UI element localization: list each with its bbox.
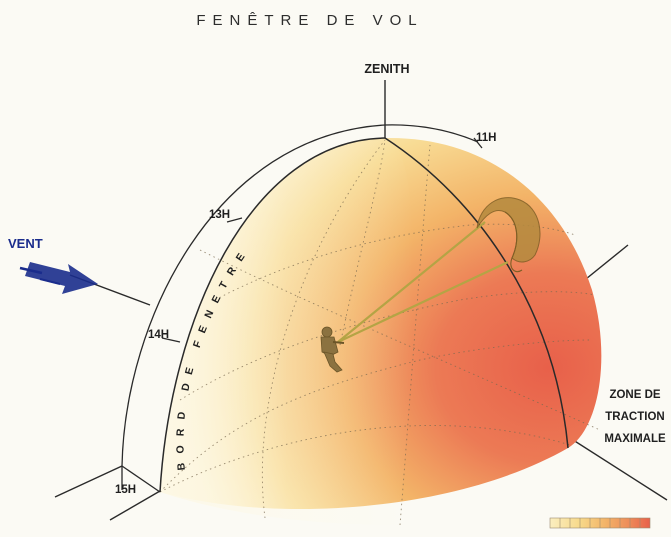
guide-meridian-2: [399, 144, 431, 526]
traction-line-3: MAXIMALE: [604, 433, 666, 445]
diagram-title: FENÊTRE DE VOL: [196, 12, 423, 29]
guide-latitude-3: [214, 223, 576, 301]
label-15h: 15H: [115, 484, 136, 496]
guide-latitude-1: [159, 339, 591, 493]
kite-lines: [337, 221, 509, 343]
axis-line-left: [54, 465, 123, 498]
zenith-label: ZENITH: [364, 62, 409, 76]
dome-light-side: [160, 138, 414, 525]
edge-connector: [121, 465, 161, 493]
guide-diagonal: [199, 249, 601, 431]
label-14h: 14H: [148, 329, 169, 341]
wind-arrow-icon: [19, 262, 98, 294]
tick-11h: [473, 137, 483, 149]
tick-14h: [161, 337, 181, 343]
axis-line-right: [569, 437, 668, 501]
label-11h: 11H: [476, 132, 496, 144]
window-edge-outline: [121, 124, 479, 467]
dome-right-edge: [384, 137, 569, 449]
traction-line-1: ZONE DE: [609, 389, 660, 401]
power-scale-legend: [549, 517, 651, 529]
tick-13h: [226, 217, 243, 223]
guide-vertical: [339, 139, 386, 346]
axis-line-bottom: [109, 490, 161, 521]
traction-line-2: TRACTION: [605, 411, 664, 423]
kite-icon: [476, 197, 541, 273]
wind-label: VENT: [8, 236, 43, 251]
kiter-icon: [320, 326, 345, 373]
label-13h: 13H: [209, 209, 230, 221]
traction-zone-label: ZONE DE TRACTION MAXIMALE: [604, 389, 666, 445]
dome-front-edge: [159, 137, 386, 493]
dome-guides: [159, 139, 601, 526]
